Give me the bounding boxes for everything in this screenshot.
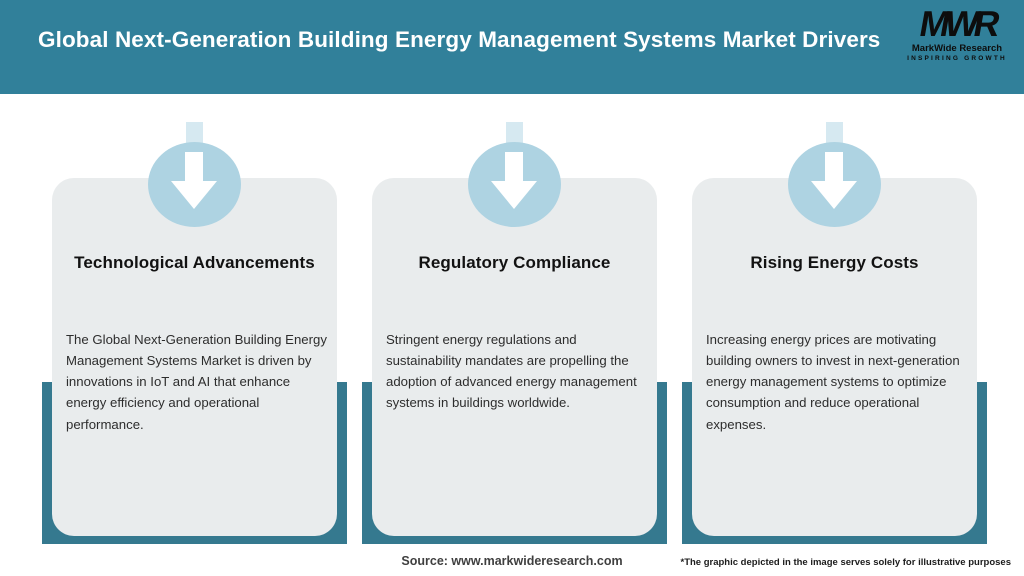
down-arrow-icon	[171, 152, 217, 209]
card-description: Stringent energy regulations and sustain…	[386, 332, 637, 411]
card-description: The Global Next-Generation Building Ener…	[66, 332, 327, 432]
driver-card-regulatory-compliance: Regulatory Compliance Stringent energy r…	[362, 0, 667, 576]
card-body	[52, 178, 337, 536]
card-body	[692, 178, 977, 536]
card-title: Rising Energy Costs	[750, 253, 919, 272]
logo-tagline: INSPIRING GROWTH	[907, 54, 1007, 62]
disclaimer-text: *The graphic depicted in the image serve…	[680, 557, 1012, 568]
down-arrow-icon	[491, 152, 537, 209]
page-title: Global Next-Generation Building Energy M…	[38, 27, 881, 52]
card-title: Technological Advancements	[74, 253, 315, 272]
source-text: Source: www.markwideresearch.com	[401, 554, 623, 568]
card-title: Regulatory Compliance	[418, 253, 611, 272]
down-arrow-icon	[811, 152, 857, 209]
card-description: Increasing energy prices are motivating …	[706, 332, 960, 432]
driver-card-technological-advancements: Technological Advancements The Global Ne…	[42, 0, 347, 576]
card-body	[372, 178, 657, 536]
header-banner: Global Next-Generation Building Energy M…	[0, 0, 1024, 94]
driver-card-rising-energy-costs: Rising Energy Costs Increasing energy pr…	[682, 0, 987, 576]
logo-company-name: MarkWide Research	[911, 43, 1003, 54]
markwide-logo: MWR MarkWide Research INSPIRING GROWTH	[902, 3, 1012, 62]
